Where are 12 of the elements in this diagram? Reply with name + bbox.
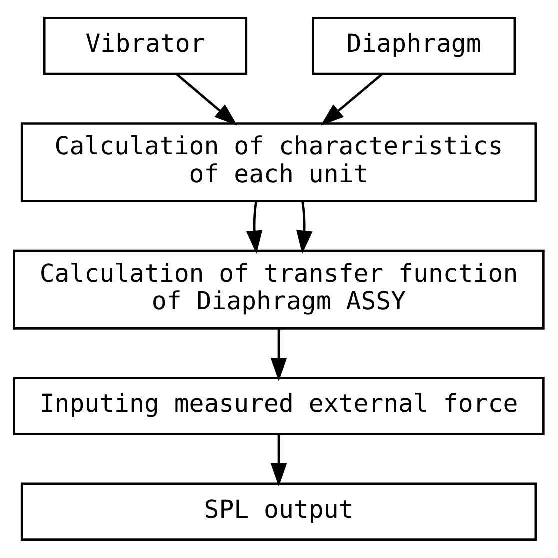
arrow — [270, 329, 288, 382]
node-box: Calculation of transfer function of Diaphragm ASSY — [13, 250, 545, 330]
arrow — [296, 201, 313, 254]
node-box: SPL output — [20, 482, 538, 541]
node-box: Diaphragm — [312, 17, 516, 76]
node-box: Vibrator — [43, 17, 248, 76]
node-box: Inputing measured external force — [13, 377, 545, 436]
arrow — [320, 74, 383, 126]
arrow — [270, 434, 288, 487]
arrow — [176, 74, 238, 126]
node-box: Calculation of characteristics of each unit — [20, 122, 538, 203]
arrow — [246, 201, 263, 254]
